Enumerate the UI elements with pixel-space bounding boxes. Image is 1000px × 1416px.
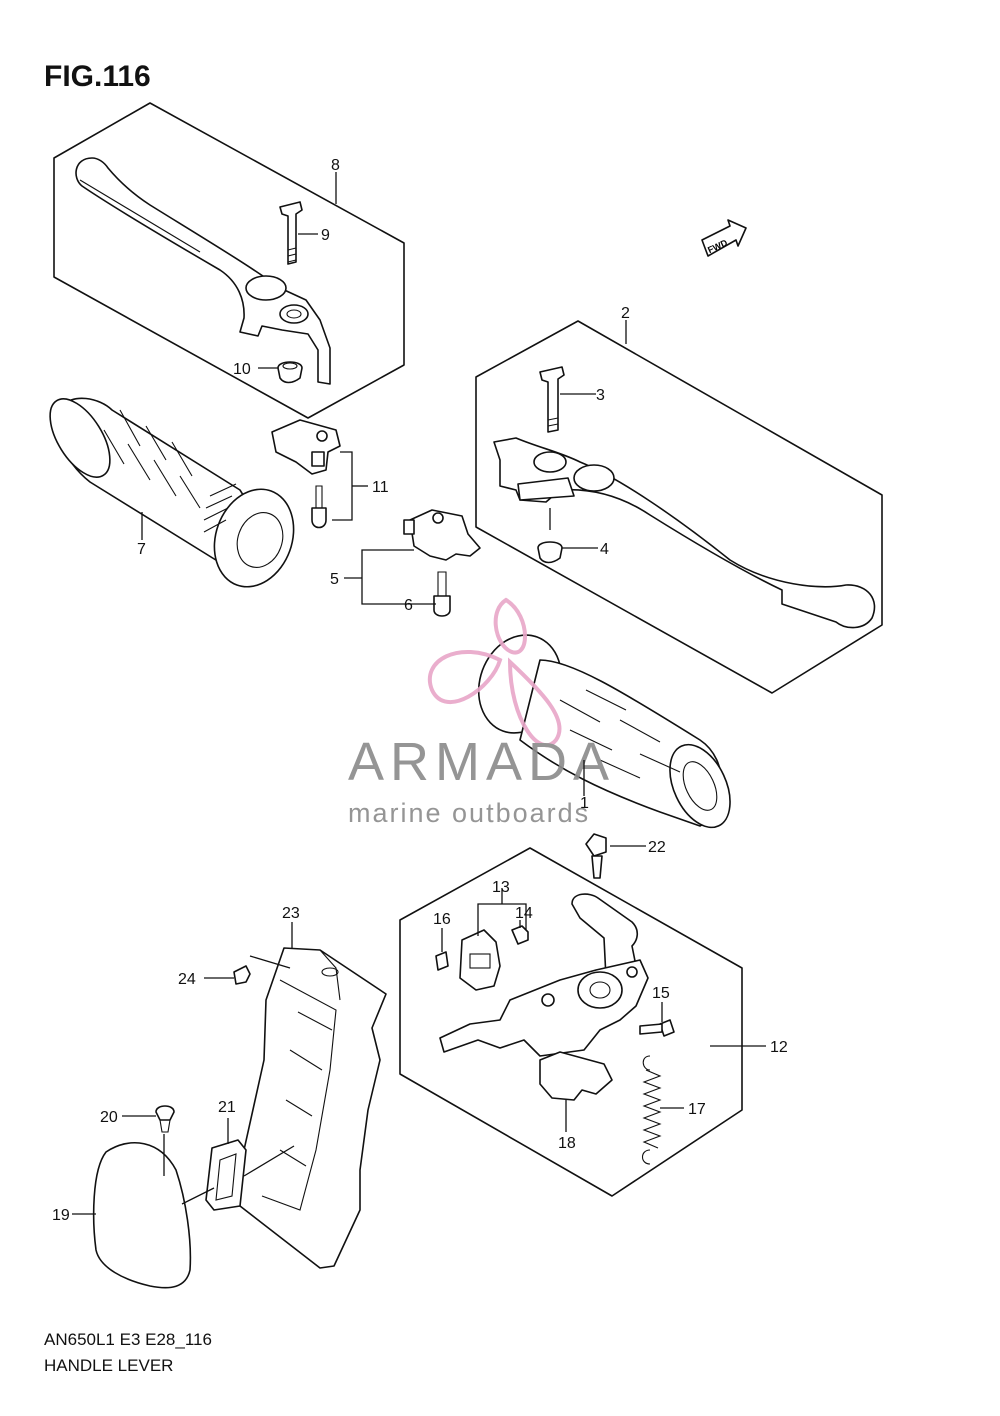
callout-20: 20	[100, 1109, 118, 1126]
micro-switch-13	[459, 929, 501, 991]
lever-adjuster-knob	[245, 275, 287, 301]
callout-12: 12	[770, 1039, 788, 1056]
spring-17	[641, 1055, 662, 1165]
brand-watermark: ARMADA marine outboards	[348, 597, 615, 828]
bolt-22	[585, 833, 607, 879]
lever-pivot-hole	[279, 304, 309, 324]
model-code: AN650L1 E3 E28_116	[44, 1330, 212, 1349]
callout-13: 13	[492, 879, 510, 896]
callout-leaders	[72, 172, 766, 1215]
callout-11: 11	[372, 479, 389, 496]
right-lever-pivot	[533, 451, 567, 473]
callout-2: 2	[621, 305, 630, 322]
section-name: HANDLE LEVER	[44, 1356, 174, 1375]
group-box-2	[475, 320, 883, 694]
callout-19: 19	[52, 1207, 70, 1224]
armada-logo-icon	[428, 597, 562, 748]
switch-assembly-11	[271, 419, 341, 529]
handle-cover-23	[225, 947, 387, 1269]
callout-9: 9	[321, 227, 330, 244]
pivot-bolt-3	[539, 366, 565, 433]
watermark-brand: ARMADA	[348, 732, 615, 792]
callout-21: 21	[218, 1099, 236, 1116]
watermark-tagline: marine outboards	[348, 798, 590, 828]
callout-17: 17	[688, 1101, 706, 1118]
cap-cover-19	[92, 1141, 192, 1289]
callout-6: 6	[404, 597, 413, 614]
screw-24	[233, 965, 251, 985]
callout-5: 5	[330, 571, 339, 588]
rubber-pad-21	[205, 1139, 247, 1211]
callout-24: 24	[178, 971, 196, 988]
callout-10: 10	[233, 361, 251, 378]
right-lever-adjuster	[573, 464, 615, 492]
bracket-assembly-group-12	[399, 847, 743, 1197]
callout-14: 14	[515, 905, 533, 922]
callout-7: 7	[137, 541, 146, 558]
callout-23: 23	[282, 905, 300, 922]
callout-18: 18	[558, 1135, 576, 1152]
callout-22: 22	[648, 839, 666, 856]
screw-20	[155, 1105, 175, 1133]
lever-assembly-left-group	[53, 102, 405, 419]
callout-8: 8	[331, 157, 340, 174]
fwd-arrow-icon: FWD	[701, 219, 747, 257]
bracket-hook-18	[539, 1051, 613, 1101]
grip-flange-left	[213, 488, 295, 588]
callout-3: 3	[596, 387, 605, 404]
clutch-lever-left	[75, 157, 331, 385]
nut-10	[277, 361, 303, 384]
callout-numbers: 1 2 3 4 5 6 7 8 9 10 11 12 13 14 15 16 1…	[52, 157, 788, 1224]
handle-grip-left-7	[49, 397, 295, 588]
pivot-bolt-9	[279, 201, 303, 265]
group-box-12	[399, 847, 743, 1197]
switch-assembly-5	[403, 509, 481, 617]
callout-1: 1	[580, 795, 589, 812]
lever-assembly-right-group	[475, 320, 883, 694]
group-box-8	[53, 102, 405, 419]
figure-title: FIG.116	[44, 60, 151, 93]
callout-15: 15	[652, 985, 670, 1002]
callout-16: 16	[433, 911, 451, 928]
nut-4	[537, 541, 563, 564]
callout-4: 4	[600, 541, 609, 558]
